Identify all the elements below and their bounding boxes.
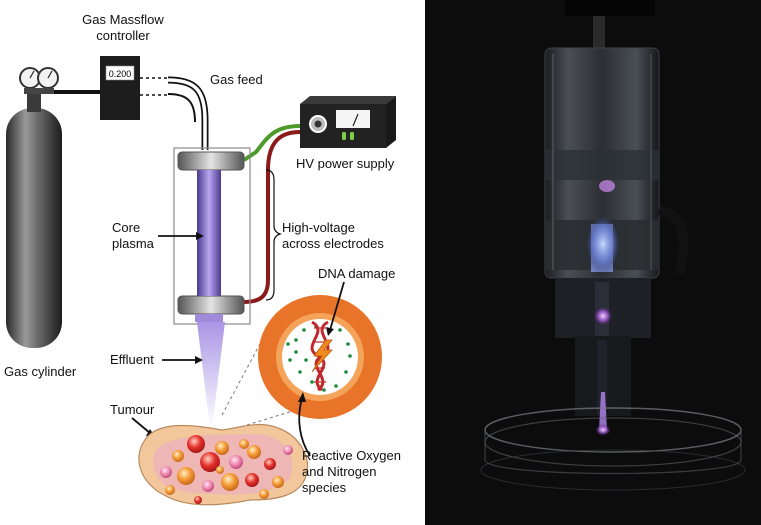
species-dots xyxy=(286,324,352,392)
tumour xyxy=(138,423,309,506)
gas-cylinder-label: Gas cylinder xyxy=(4,364,77,379)
controller-display: 0.200 xyxy=(109,69,132,79)
bottom-electrode xyxy=(177,295,245,315)
tumour-label: Tumour xyxy=(110,402,155,417)
reactive-line3: species xyxy=(302,480,347,495)
reactive-line2: and Nitrogen xyxy=(302,464,377,479)
core-plasma-tube xyxy=(197,170,221,296)
hv-power-supply xyxy=(300,96,396,148)
dna-damage-label: DNA damage xyxy=(318,266,396,281)
plasma-jet-photo xyxy=(425,0,761,525)
core-plasma-line1: Core xyxy=(112,220,141,235)
hv-wire-green xyxy=(242,124,301,162)
reactive-line1: Reactive Oxygen xyxy=(302,448,401,463)
massflow-controller: 0.200 xyxy=(100,56,140,120)
high-voltage-line1: High-voltage xyxy=(282,220,355,235)
gas-massflow-line1: Gas Massflow xyxy=(82,12,164,27)
high-voltage-line2: across electrodes xyxy=(282,236,384,251)
high-voltage-label: High-voltage across electrodes xyxy=(282,220,384,252)
hv-power-supply-label: HV power supply xyxy=(296,156,395,171)
hv-wire-red xyxy=(243,130,301,304)
top-electrode xyxy=(177,151,245,171)
effluent-label: Effluent xyxy=(110,352,154,367)
gas-massflow-label: Gas Massflow controller xyxy=(78,12,168,44)
effluent-plume xyxy=(197,322,225,428)
gas-inlet-tube xyxy=(593,16,605,56)
plasma-jet-schematic: 0.200 xyxy=(6,56,396,506)
core-plasma-label: Core plasma xyxy=(112,220,154,252)
gas-massflow-line2: controller xyxy=(96,28,150,43)
core-plasma-line2: plasma xyxy=(112,236,154,251)
petri-dish xyxy=(480,407,746,491)
gas-cylinder xyxy=(6,67,62,348)
reactive-species-label: Reactive Oxygen and Nitrogen species xyxy=(302,448,401,496)
lightning-icon xyxy=(311,339,333,373)
gas-feed-label: Gas feed xyxy=(210,72,263,87)
